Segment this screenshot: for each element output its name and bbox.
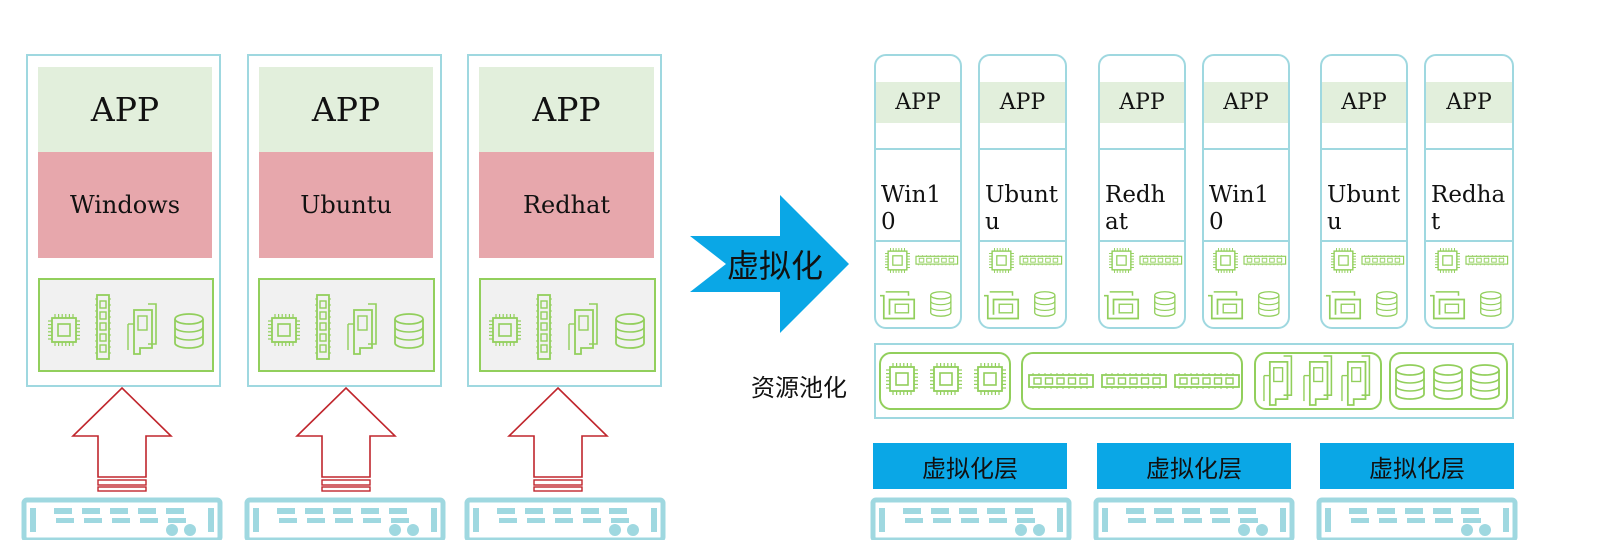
server-chassis-icon: [1093, 497, 1295, 540]
virtualization-layer-1: 虚拟化层: [873, 443, 1067, 489]
virtualization-arrow: [690, 195, 849, 333]
vm-divider: [874, 148, 962, 150]
virtualization-layer-label-3: 虚拟化层: [1369, 454, 1465, 483]
vm-app-block-6: APP: [1426, 82, 1512, 123]
vm-app-block-3: APP: [1100, 82, 1184, 123]
vm-divider: [978, 148, 1067, 150]
vm-app-label-2: APP: [999, 90, 1046, 115]
vm-app-block-5: APP: [1322, 82, 1406, 123]
physical-os-block-1: Windows: [38, 152, 212, 258]
vm-app-label-4: APP: [1223, 90, 1269, 115]
vm-app-block-1: APP: [876, 82, 960, 123]
physical-hardware-icons-1: [0, 0, 1, 1]
physical-app-block-3: APP: [479, 67, 654, 152]
vm-os-label-1: Win10: [881, 182, 942, 235]
vm-divider: [874, 240, 962, 242]
vm-os-label-3: Redhat: [1105, 182, 1166, 235]
physical-os-block-3: Redhat: [479, 152, 654, 258]
pool-network-group: [1254, 352, 1382, 410]
pool-memory-group: [1021, 352, 1243, 410]
upload-arrow-1: [71, 386, 173, 492]
vm-app-block-2: APP: [980, 82, 1065, 123]
vm-app-label-6: APP: [1446, 90, 1492, 115]
physical-app-label-2: APP: [311, 90, 381, 129]
vm-app-block-4: APP: [1204, 82, 1288, 123]
vm-divider: [1424, 148, 1514, 150]
vm-divider: [1098, 240, 1186, 242]
physical-app-label-1: APP: [90, 90, 160, 129]
upload-arrow-2: [295, 386, 397, 492]
physical-hardware-2: [258, 278, 435, 372]
virtualization-layer-label-1: 虚拟化层: [922, 454, 1018, 483]
server-chassis-icon: [1316, 497, 1518, 540]
vm-app-label-1: APP: [895, 90, 941, 115]
server-chassis-icon: [870, 497, 1072, 540]
vm-divider: [1424, 240, 1514, 242]
vm-divider: [978, 240, 1067, 242]
vm-os-label-4: Win10: [1209, 182, 1270, 235]
physical-app-label-3: APP: [532, 90, 601, 129]
virtualization-layer-3: 虚拟化层: [1320, 443, 1514, 489]
virtualization-arrow-label: 虚拟化: [726, 247, 823, 285]
server-chassis-icon: [244, 497, 446, 540]
pool-storage-group: [1389, 352, 1508, 410]
vm-divider: [1320, 148, 1408, 150]
vm-divider: [1320, 240, 1408, 242]
vm-app-label-3: APP: [1119, 90, 1165, 115]
physical-os-label-1: Windows: [69, 191, 181, 219]
upload-arrow-3: [507, 386, 609, 492]
physical-os-label-3: Redhat: [522, 191, 611, 219]
vm-os-label-5: Ubuntu: [1327, 182, 1400, 235]
physical-os-block-2: Ubuntu: [259, 152, 433, 258]
vm-app-label-5: APP: [1341, 90, 1387, 115]
pool-cpu-group: [879, 352, 1011, 410]
vm-divider: [1202, 240, 1290, 242]
virtualization-layer-label-2: 虚拟化层: [1146, 454, 1242, 483]
server-chassis-icon: [464, 497, 666, 540]
virtualization-layer-2: 虚拟化层: [1097, 443, 1291, 489]
vm-divider: [1098, 148, 1186, 150]
vm-divider: [1202, 148, 1290, 150]
physical-hardware-3: [479, 278, 656, 372]
physical-hardware-1: [38, 278, 214, 372]
physical-app-block-2: APP: [259, 67, 433, 152]
vm-os-label-6: Redhat: [1431, 182, 1506, 235]
physical-os-label-2: Ubuntu: [300, 191, 392, 219]
resource-pool-label: 资源池化: [751, 374, 847, 402]
server-chassis-icon: [21, 497, 223, 540]
vm-os-label-2: Ubuntu: [985, 182, 1058, 235]
physical-app-block-1: APP: [38, 67, 212, 152]
